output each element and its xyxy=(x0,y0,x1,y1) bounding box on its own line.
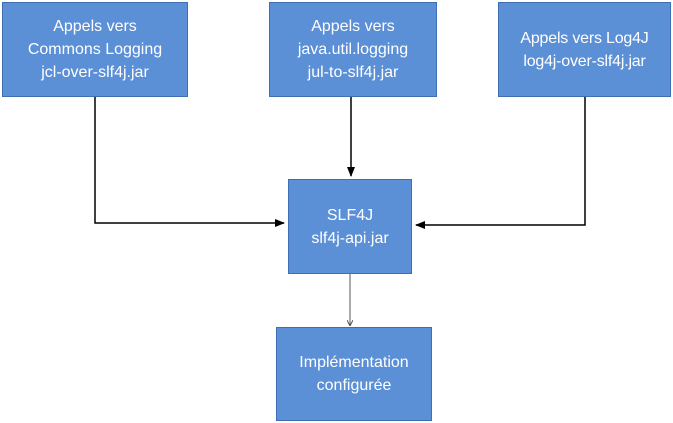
implementation-box-line-1: Implémentation xyxy=(299,354,409,371)
jul-box: Appels vers java.util.logging jul-to-slf… xyxy=(269,2,437,97)
slf4j-box-line-1: SLF4J xyxy=(326,206,374,224)
log4j-box: Appels vers Log4J log4j-over-slf4j.jar xyxy=(498,2,671,97)
jcl-box: Appels vers Commons Logging jcl-over-slf… xyxy=(2,2,188,97)
arrow-log4j-to-slf4j xyxy=(415,97,586,229)
slf4j-box: SLF4J slf4j-api.jar xyxy=(288,179,412,274)
log4j-box-line-1: Appels vers Log4J xyxy=(520,29,649,47)
jcl-box-line-1: Appels vers xyxy=(53,18,137,35)
jcl-box-line-2: Commons Logging xyxy=(27,41,163,58)
arrow-jcl-to-slf4j xyxy=(94,97,285,227)
jcl-box-line-3: jcl-over-slf4j.jar xyxy=(41,64,149,81)
jul-box-line-3: jul-to-slf4j.jar xyxy=(307,64,399,81)
jul-box-line-1: Appels vers xyxy=(311,18,395,35)
jul-box-line-2: java.util.logging xyxy=(297,41,409,58)
log4j-box-line-2: log4j-over-slf4j.jar xyxy=(523,52,646,70)
implementation-box: Implémentation configurée xyxy=(276,327,432,421)
slf4j-box-line-2: slf4j-api.jar xyxy=(311,229,389,247)
implementation-box-line-2: configurée xyxy=(316,377,392,394)
